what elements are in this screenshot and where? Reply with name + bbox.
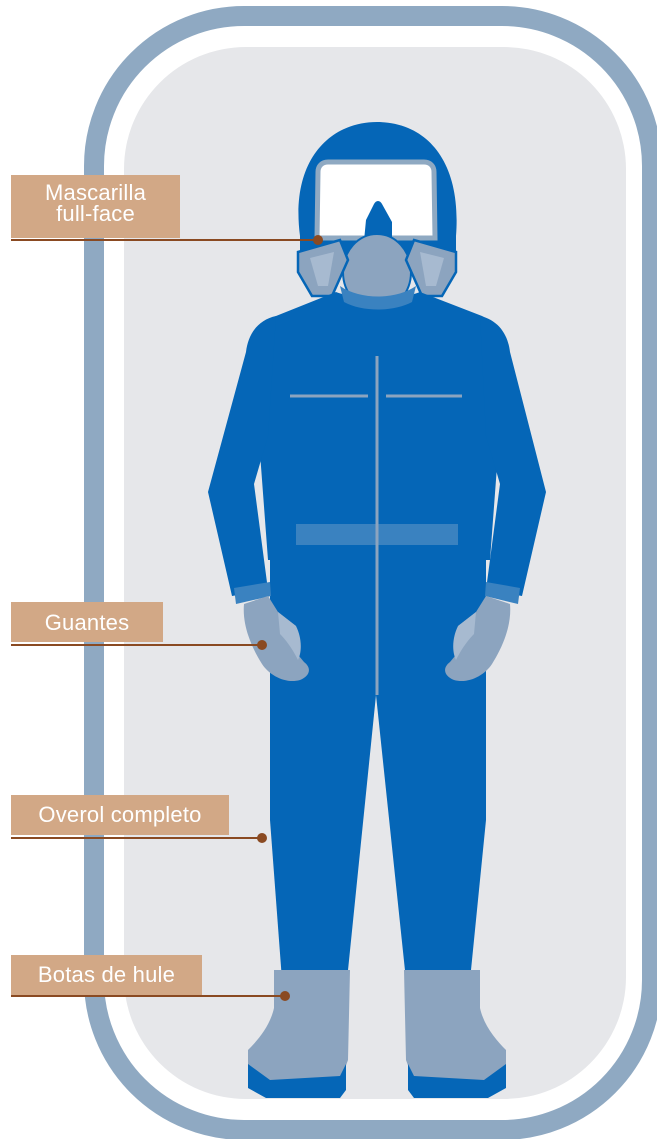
label-overall: Overol completo [11, 795, 229, 835]
label-mask-line1: Mascarilla [11, 182, 180, 203]
boots-leader-dot [280, 991, 290, 1001]
label-mask-line2: full-face [11, 203, 180, 224]
torso [252, 292, 506, 560]
label-mask: Mascarilla full-face [11, 175, 180, 238]
label-gloves: Guantes [11, 602, 163, 642]
mask-leader-dot [313, 235, 323, 245]
overall-leader-dot [257, 833, 267, 843]
label-boots: Botas de hule [11, 955, 202, 995]
gloves-leader-dot [257, 640, 267, 650]
